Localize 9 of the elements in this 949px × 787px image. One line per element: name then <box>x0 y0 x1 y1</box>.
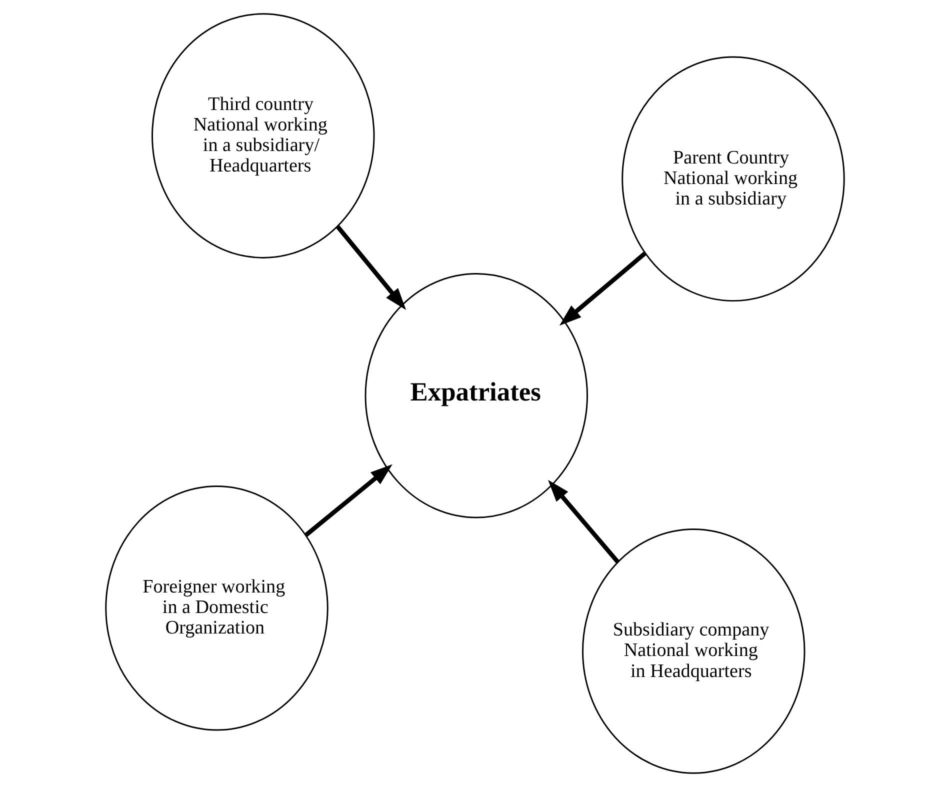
node-circle: Subsidiary company National working in Headquarters <box>582 528 805 774</box>
node-circle: Foreigner working in a Domestic Organization <box>104 486 328 731</box>
node-circle: Third country National working in a subsidiary/ Headquarters <box>151 13 374 258</box>
arrow <box>336 225 406 310</box>
node-circle: Expatriates <box>364 272 588 518</box>
node-circle: Parent Country National working in a subsidiary <box>621 56 844 302</box>
arrow <box>558 252 646 326</box>
arrow <box>548 480 619 564</box>
arrow <box>304 464 392 537</box>
